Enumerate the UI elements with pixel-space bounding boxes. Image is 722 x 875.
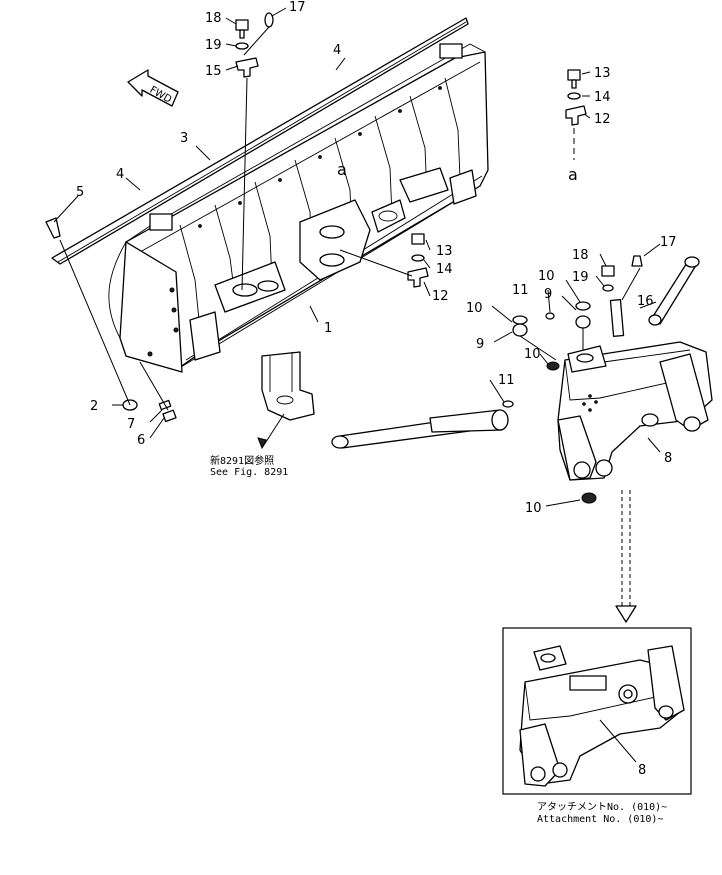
label-1: 1 bbox=[324, 321, 332, 336]
label-6: 6 bbox=[137, 433, 145, 448]
label-9a: 9 bbox=[544, 287, 552, 302]
label-4a: 4 bbox=[333, 43, 341, 58]
label-10c: 10 bbox=[524, 347, 541, 362]
lower-bracket bbox=[257, 351, 315, 450]
label-16: 16 bbox=[637, 294, 654, 309]
label-8b: 8 bbox=[638, 763, 646, 778]
label-11b: 11 bbox=[498, 373, 515, 388]
label-18b: 18 bbox=[572, 248, 589, 263]
ref-a-1: a bbox=[337, 160, 347, 179]
label-14b: 14 bbox=[436, 262, 453, 277]
label-4b: 4 bbox=[116, 167, 124, 182]
bolt-part-5 bbox=[45, 217, 61, 239]
attachment-en: Attachment No. (010)~ bbox=[537, 814, 663, 825]
label-17a: 17 bbox=[289, 0, 306, 15]
label-8a: 8 bbox=[664, 451, 672, 466]
blade-assembly bbox=[51, 17, 489, 373]
see-fig-jp: 新8291図参照 bbox=[210, 454, 274, 467]
blade-frame bbox=[331, 256, 713, 481]
attachment-inset bbox=[502, 627, 692, 795]
label-10a: 10 bbox=[538, 269, 555, 284]
label-12b: 12 bbox=[432, 289, 449, 304]
label-9b: 9 bbox=[476, 337, 484, 352]
callout-labels: 18 19 17 15 4 3 4 5 2 7 6 1 a 13 14 12 a… bbox=[76, 0, 677, 778]
label-18a: 18 bbox=[205, 11, 222, 26]
label-19b: 19 bbox=[572, 270, 589, 285]
label-13b: 13 bbox=[436, 244, 453, 259]
top-fasteners bbox=[235, 12, 274, 291]
mid-fasteners bbox=[339, 233, 429, 288]
label-19a: 19 bbox=[205, 38, 222, 53]
ref-a-2: a bbox=[568, 165, 578, 184]
label-10b: 10 bbox=[466, 301, 483, 316]
label-10d: 10 bbox=[525, 501, 542, 516]
label-14a: 14 bbox=[594, 90, 611, 105]
leader-lines bbox=[53, 7, 661, 507]
frame-fasteners bbox=[502, 255, 643, 504]
attachment-jp: アタッチメントNo. (010)~ bbox=[537, 801, 667, 813]
label-3: 3 bbox=[180, 131, 188, 146]
label-7: 7 bbox=[127, 417, 135, 432]
label-12a: 12 bbox=[594, 112, 611, 127]
forward-arrow-icon: FWD bbox=[127, 69, 179, 107]
label-13a: 13 bbox=[594, 66, 611, 81]
right-fasteners bbox=[565, 69, 587, 160]
label-11a: 11 bbox=[512, 283, 529, 298]
nut-part-6 bbox=[162, 409, 177, 423]
down-arrow-icon bbox=[615, 490, 637, 623]
label-2: 2 bbox=[90, 399, 98, 414]
label-5: 5 bbox=[76, 185, 84, 200]
label-15: 15 bbox=[205, 64, 222, 79]
label-17b: 17 bbox=[660, 235, 677, 250]
see-fig-en: See Fig. 8291 bbox=[210, 467, 288, 478]
